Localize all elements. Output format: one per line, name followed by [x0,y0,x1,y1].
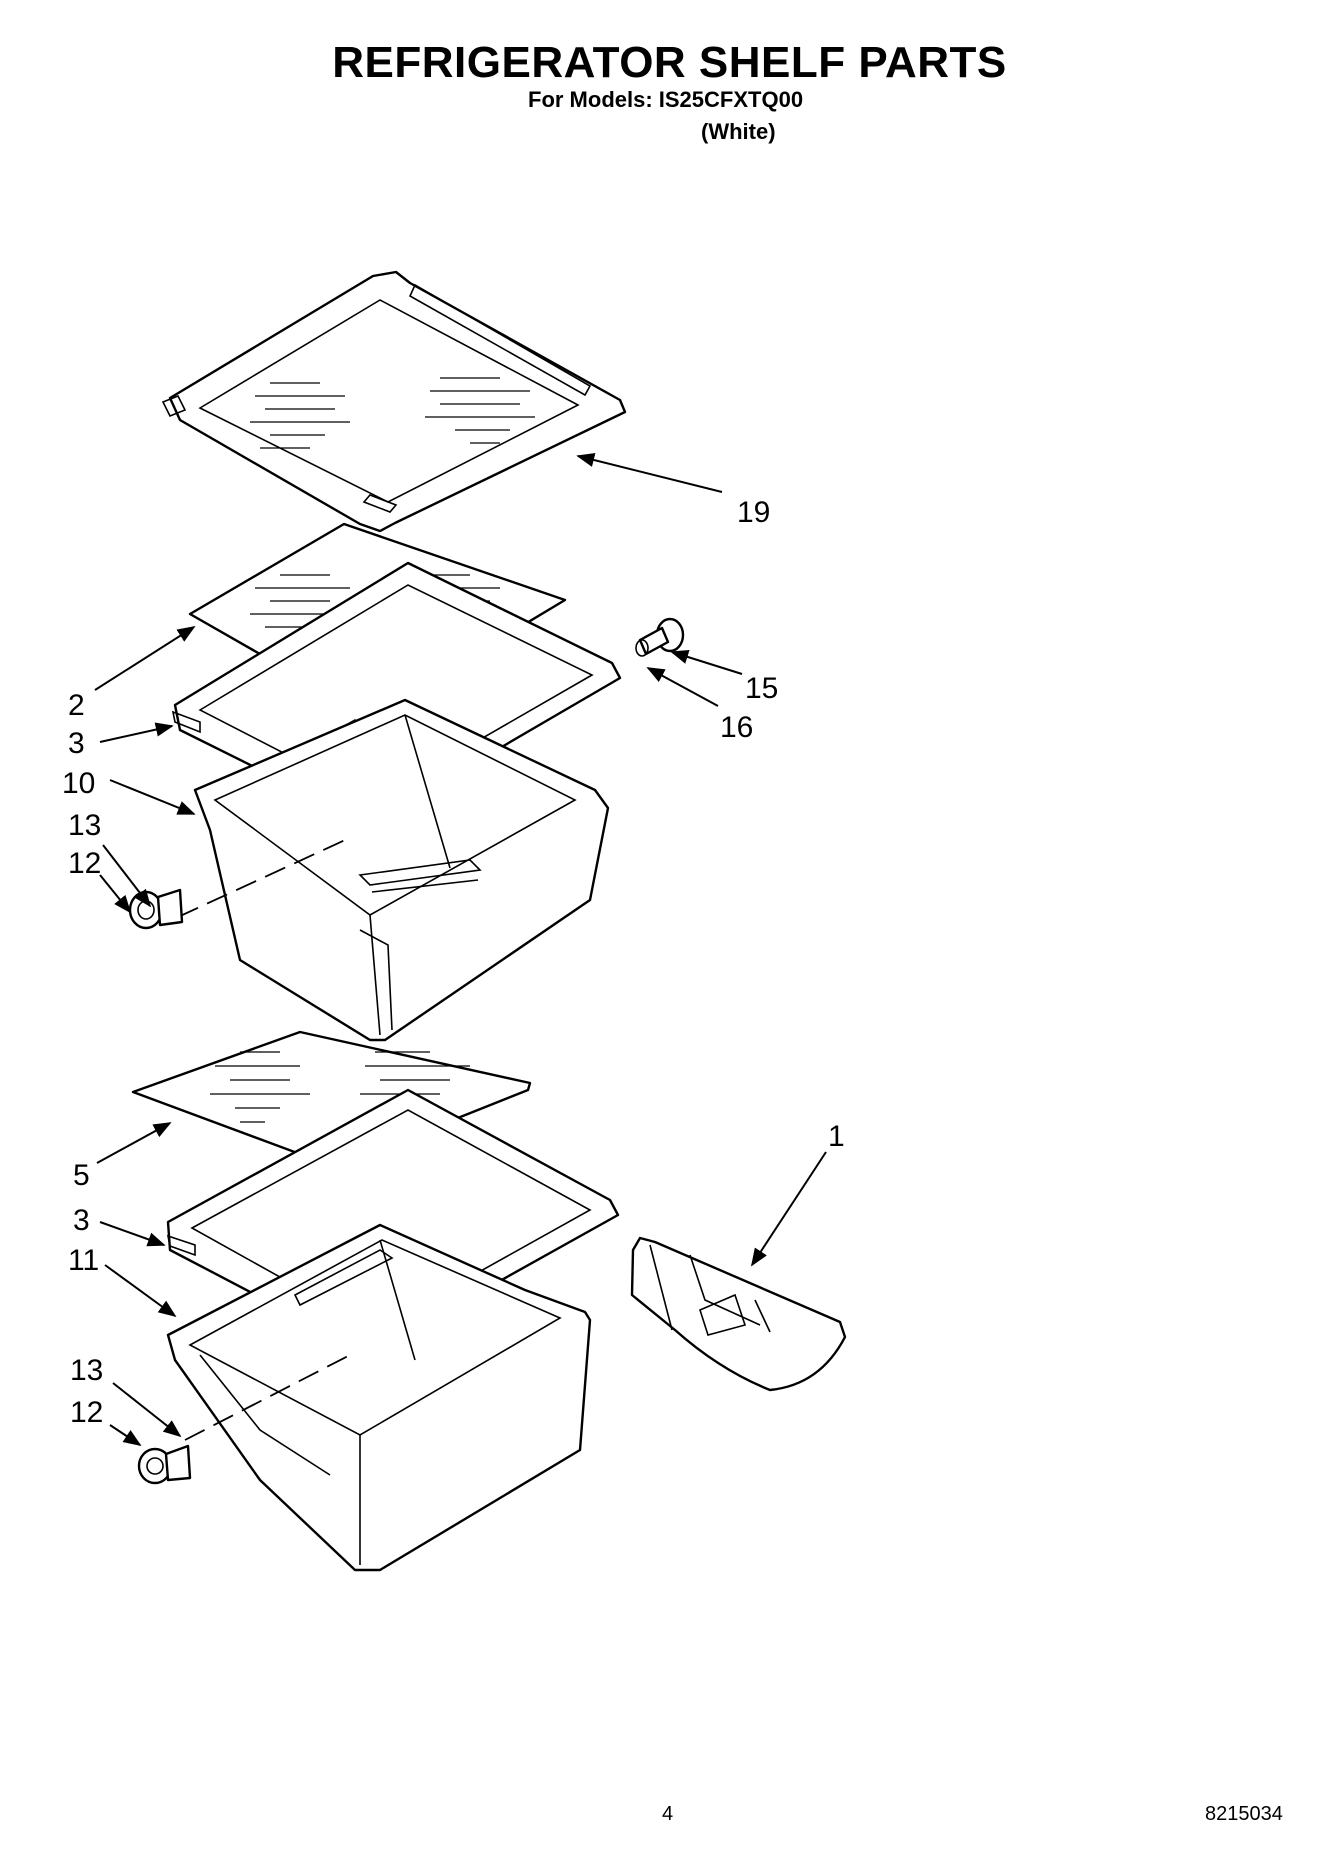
color-variant: (White) [701,119,776,144]
page-number: 4 [662,1803,674,1825]
lower-crisper-drawer [166,1223,592,1572]
upper-drawer-glide [128,888,184,930]
deli-drawer-door [630,1236,847,1392]
callout-13: 13 [68,809,101,842]
document-number: 8215034 [1205,1803,1283,1825]
screw-hardware [635,617,685,657]
callout-1: 1 [828,1120,845,1153]
callout-15: 15 [745,672,778,705]
callout-19: 19 [737,496,770,529]
callout-5: 5 [73,1159,90,1192]
callout-16: 16 [720,711,753,744]
callout-3-lower: 3 [73,1204,90,1237]
top-shelf-frame [161,270,627,533]
callout-12-lower: 12 [70,1396,103,1429]
callout-11: 11 [68,1244,99,1277]
page-title: REFRIGERATOR SHELF PARTS [332,38,1007,87]
callout-2: 2 [68,689,85,722]
leader-lines [94,452,827,1446]
callout-12: 12 [68,847,101,880]
callout-3: 3 [68,727,85,760]
callout-10: 10 [62,767,95,800]
model-line: For Models: IS25CFXTQ00 [528,87,804,112]
callout-13-lower: 13 [70,1354,103,1387]
lower-drawer-glide [137,1444,192,1485]
upper-crisper-drawer [193,698,610,1042]
